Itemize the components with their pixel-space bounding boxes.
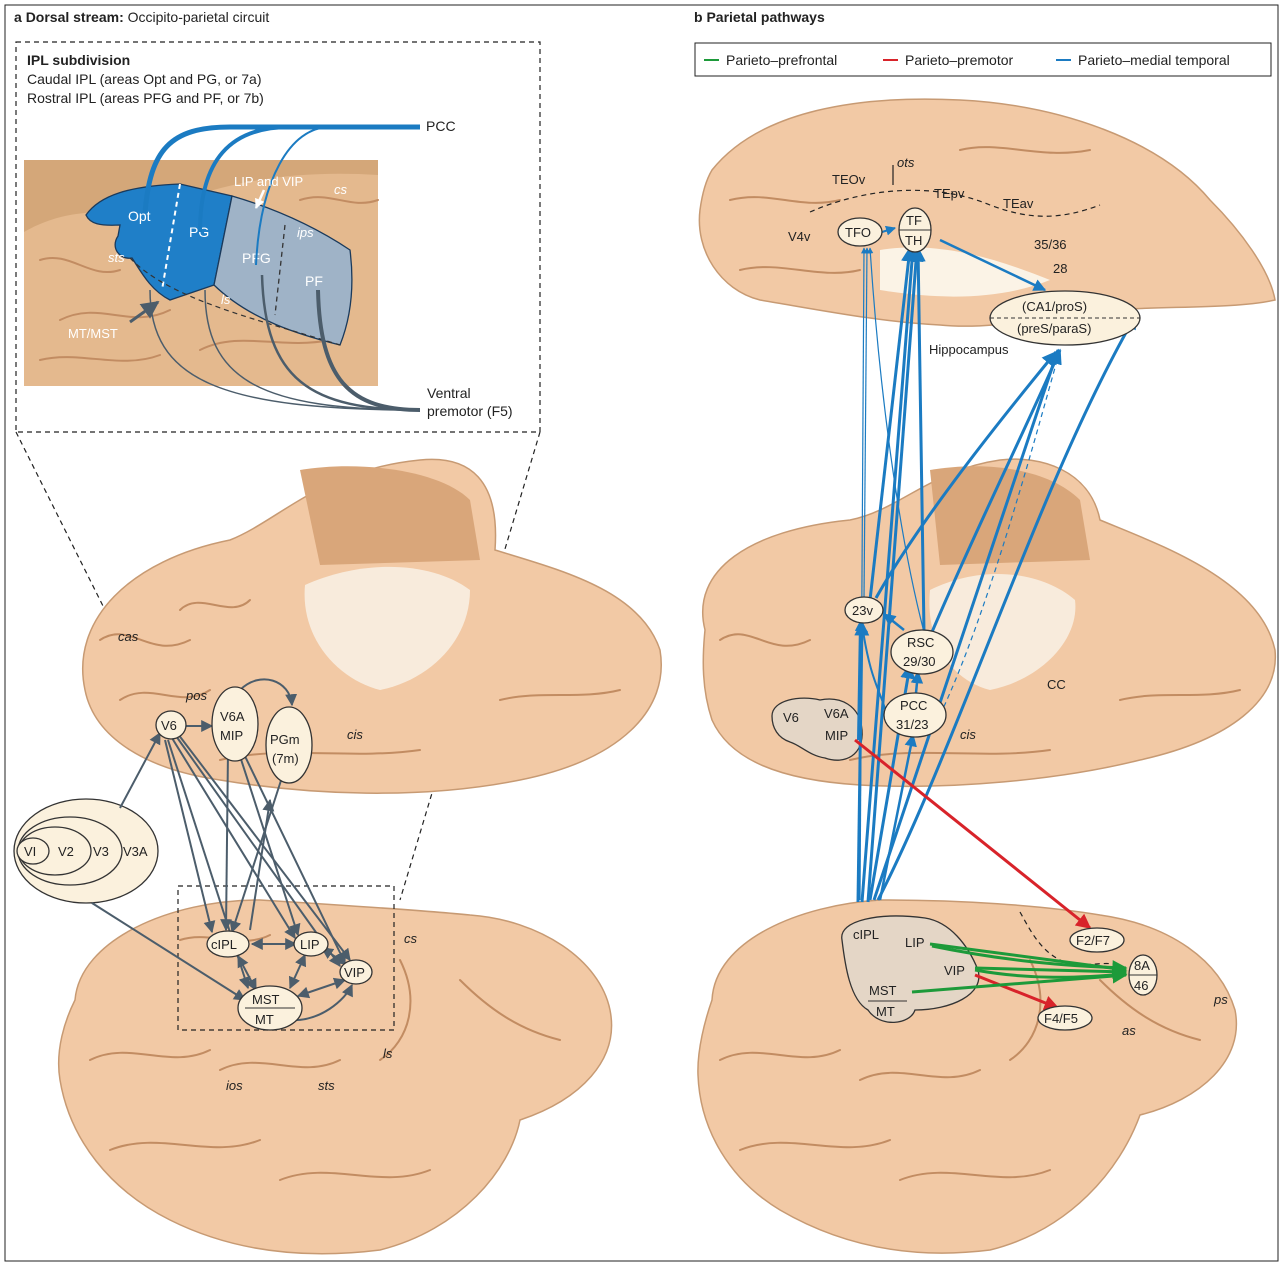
legend-medial-temporal: Parieto–medial temporal <box>1078 52 1230 68</box>
node-b-8a-label: 8A <box>1134 958 1150 973</box>
node-a-v6a-mip <box>212 687 258 761</box>
node-b-tf-label: TF <box>906 213 922 228</box>
ventral-label-1: Ventral <box>427 385 471 401</box>
node-b-v6-label: V6 <box>783 710 799 725</box>
label-tepv: TEpv <box>934 186 965 201</box>
label-ps: ps <box>1213 992 1228 1007</box>
inset-sts: sts <box>108 250 125 265</box>
lateral-a-sts: sts <box>318 1078 335 1093</box>
ventral-label-2: premotor (F5) <box>427 403 513 419</box>
node-a-v6-label: V6 <box>161 718 177 733</box>
node-b-hc1-label: (CA1/proS) <box>1022 299 1087 314</box>
label-v4v: V4v <box>788 229 811 244</box>
label-teov: TEOv <box>832 172 866 187</box>
node-a-mip-label: MIP <box>220 728 243 743</box>
node-a-mt-label: MT <box>255 1012 274 1027</box>
medial-a-cas: cas <box>118 629 139 644</box>
legend-premotor: Parieto–premotor <box>905 52 1014 68</box>
node-b-mt-label: MT <box>876 1004 895 1019</box>
inset-ls: ls <box>221 292 231 307</box>
label-as: as <box>1122 1023 1136 1038</box>
panel-b-title: b Parietal pathways <box>694 9 825 25</box>
lip-vip-label: LIP and VIP <box>234 174 303 189</box>
v2-label: V2 <box>58 844 74 859</box>
panel-a-title: a Dorsal stream: Occipito-parietal circu… <box>14 9 269 25</box>
node-a-v6a-label: V6A <box>220 709 245 724</box>
node-a-lip-label: LIP <box>300 937 320 952</box>
v3-label: V3 <box>93 844 109 859</box>
node-a-pgm2-label: (7m) <box>272 751 299 766</box>
node-a-vip-label: VIP <box>344 965 365 980</box>
node-b-23v-label: 23v <box>852 603 873 618</box>
node-a-pgm-label: PGm <box>270 732 300 747</box>
node-b-v6a-label: V6A <box>824 706 849 721</box>
area-pf: PF <box>305 273 323 289</box>
node-b-46-label: 46 <box>1134 978 1148 993</box>
node-b-rsc-label: RSC <box>907 635 934 650</box>
lateral-a-ls: ls <box>383 1046 393 1061</box>
ipl-caudal-line: Caudal IPL (areas Opt and PG, or 7a) <box>27 71 262 87</box>
inset-cs: cs <box>334 182 348 197</box>
node-b-th-label: TH <box>905 233 922 248</box>
label-28: 28 <box>1053 261 1067 276</box>
lateral-a-cs: cs <box>404 931 418 946</box>
node-b-hc2-label: (preS/paraS) <box>1017 321 1091 336</box>
ventral-brain-b <box>699 99 1275 326</box>
legend: Parieto–prefrontal Parieto–premotor Pari… <box>695 43 1271 76</box>
lateral-a-ios: ios <box>226 1078 243 1093</box>
mt-mst-label: MT/MST <box>68 326 118 341</box>
node-b-cipl-label: cIPL <box>853 927 879 942</box>
node-b-f4f5-label: F4/F5 <box>1044 1011 1078 1026</box>
node-b-rsc2-label: 29/30 <box>903 654 936 669</box>
node-a-mst-label: MST <box>252 992 280 1007</box>
node-a-cipl-label: cIPL <box>211 937 237 952</box>
node-b-pcc2-label: 31/23 <box>896 717 929 732</box>
node-b-pcc-label: PCC <box>900 698 927 713</box>
v1-label: VI <box>24 844 36 859</box>
label-teav: TEav <box>1003 196 1034 211</box>
inset-ips: ips <box>297 225 314 240</box>
node-b-vip-label: VIP <box>944 963 965 978</box>
medial-a-cis: cis <box>347 727 363 742</box>
lateral-brain-a <box>59 900 612 1254</box>
node-b-lip-label: LIP <box>905 935 925 950</box>
label-ots: ots <box>897 155 915 170</box>
label-b-cis: cis <box>960 727 976 742</box>
node-b-tfo-label: TFO <box>845 225 871 240</box>
v3a-label: V3A <box>123 844 148 859</box>
label-35-36: 35/36 <box>1034 237 1067 252</box>
node-b-mst-label: MST <box>869 983 897 998</box>
label-cc: CC <box>1047 677 1066 692</box>
legend-prefrontal: Parieto–prefrontal <box>726 52 837 68</box>
medial-a-pos: pos <box>185 688 207 703</box>
ipl-heading: IPL subdivision <box>27 52 130 68</box>
label-hippocampus: Hippocampus <box>929 342 1009 357</box>
node-b-mip-label: MIP <box>825 728 848 743</box>
node-b-f2f7-label: F2/F7 <box>1076 933 1110 948</box>
ipl-rostral-line: Rostral IPL (areas PFG and PF, or 7b) <box>27 90 264 106</box>
pcc-label: PCC <box>426 118 456 134</box>
